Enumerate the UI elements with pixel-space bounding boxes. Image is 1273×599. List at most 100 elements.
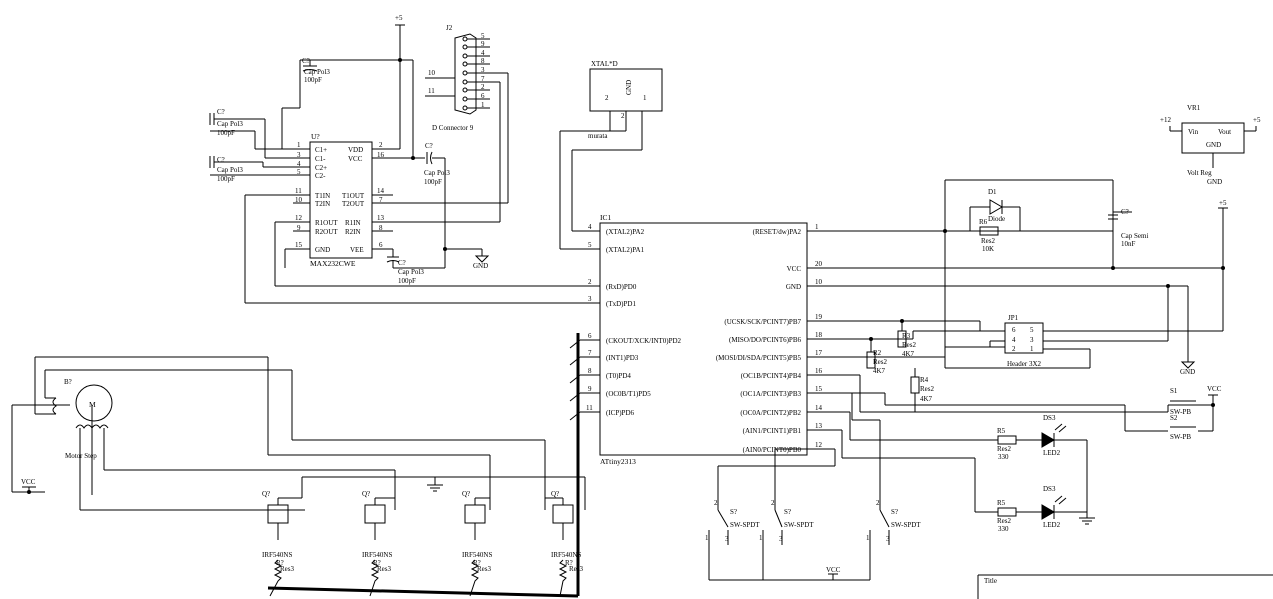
reset-network: C? Cap Semi 10nF — [835, 179, 1148, 248]
svg-text:14: 14 — [377, 187, 385, 195]
svg-text:IC1: IC1 — [600, 213, 612, 222]
svg-text:R2: R2 — [873, 349, 882, 357]
svg-text:R?: R? — [473, 559, 481, 567]
svg-text:9: 9 — [481, 40, 485, 48]
stepper-motor: M B? Motor Step VCC — [11, 356, 546, 511]
resistor-r6: R6 Res2 10K — [960, 218, 1020, 253]
svg-text:Res2: Res2 — [981, 237, 996, 245]
isp-header: JP1 Header 3X2 6 5 4 3 2 1 — [835, 231, 1223, 369]
max232-ic: U? MAX232CWE 1 3 4 5 11 10 12 9 15 C1+ C… — [293, 132, 393, 268]
cap-left2: C? Cap Pol3 100pF — [209, 156, 293, 183]
gnd-max232: GND — [284, 248, 490, 270]
svg-text:XTAL*D: XTAL*D — [591, 60, 618, 68]
pd-bus — [267, 333, 581, 598]
svg-text:VDD: VDD — [348, 146, 363, 154]
svg-text:GND: GND — [625, 80, 633, 95]
svg-text:10: 10 — [428, 69, 436, 77]
svg-text:VCC: VCC — [21, 478, 36, 486]
voltage-regulator: VR1 Vin Vout GND Volt Reg GND +12 +5 — [1160, 104, 1261, 186]
svg-text:R5: R5 — [997, 499, 1006, 507]
svg-text:(AIN1/PCINT1)PB1: (AIN1/PCINT1)PB1 — [743, 427, 802, 435]
svg-text:(RxD)PD0: (RxD)PD0 — [606, 283, 637, 291]
svg-text:Motor Step: Motor Step — [65, 452, 97, 460]
svg-text:Q?: Q? — [551, 490, 559, 498]
svg-text:VCC: VCC — [826, 566, 841, 574]
svg-text:Res2: Res2 — [902, 341, 917, 349]
crystal: XTAL*D GND 2 1 murata 2 — [559, 60, 663, 250]
svg-text:Q?: Q? — [262, 490, 270, 498]
svg-text:LED2: LED2 — [1043, 521, 1061, 529]
svg-text:R1IN: R1IN — [345, 219, 361, 227]
mosfet-array: Q? IRF540NS R? Res3 Q? IRF540NS R? Res3 … — [262, 477, 584, 597]
svg-text:C2-: C2- — [315, 172, 326, 180]
mosfet-2: Q? IRF540NS R? Res3 — [362, 490, 395, 597]
svg-text:3: 3 — [1030, 336, 1034, 344]
svg-text:2: 2 — [605, 94, 609, 102]
svg-text:11: 11 — [586, 404, 593, 412]
svg-text:R1OUT: R1OUT — [315, 219, 338, 227]
svg-text:R?: R? — [565, 559, 573, 567]
svg-text:(OC1B/PCINT4)PB4: (OC1B/PCINT4)PB4 — [741, 372, 802, 380]
svg-text:100pF: 100pF — [217, 129, 235, 137]
svg-text:J2: J2 — [446, 24, 453, 32]
max232-pin: 5 — [297, 168, 301, 176]
svg-text:D Connector 9: D Connector 9 — [432, 124, 474, 132]
svg-text:100pF: 100pF — [304, 76, 322, 84]
svg-text:(OC1A/PCINT3)PB3: (OC1A/PCINT3)PB3 — [740, 390, 801, 398]
max232-pin: 3 — [297, 151, 301, 159]
svg-text:DS3: DS3 — [1043, 414, 1056, 422]
svg-text:5: 5 — [1030, 326, 1034, 334]
svg-text:14: 14 — [815, 404, 823, 412]
svg-text:1: 1 — [705, 534, 709, 542]
svg-text:Res2: Res2 — [920, 385, 935, 393]
svg-text:100pF: 100pF — [424, 178, 442, 186]
switch-s2: S2 SW-PB — [835, 392, 1213, 441]
svg-text:19: 19 — [815, 313, 823, 321]
svg-text:Res3: Res3 — [569, 565, 584, 573]
svg-text:(OC0B/T1)PD5: (OC0B/T1)PD5 — [606, 390, 651, 398]
svg-text:M: M — [89, 400, 96, 409]
max232-pin: 15 — [295, 241, 303, 249]
svg-text:SW-SPDT: SW-SPDT — [784, 521, 814, 529]
svg-text:2: 2 — [379, 141, 383, 149]
svg-text:T2IN: T2IN — [315, 200, 330, 208]
svg-text:GND: GND — [473, 262, 488, 270]
svg-text:R5: R5 — [997, 427, 1006, 435]
svg-text:C2+: C2+ — [315, 164, 327, 172]
svg-text:330: 330 — [998, 525, 1009, 533]
max232-pin: 9 — [297, 224, 301, 232]
resistor-r2: R2 Res2 4K7 — [866, 337, 888, 375]
svg-text:R4: R4 — [920, 376, 929, 384]
svg-text:(TxD)PD1: (TxD)PD1 — [606, 300, 636, 308]
svg-text:(XTAL2)PA1: (XTAL2)PA1 — [606, 246, 645, 254]
svg-text:D1: D1 — [988, 188, 997, 196]
svg-text:12: 12 — [815, 441, 823, 449]
max232-pin: 11 — [295, 187, 302, 195]
svg-text:(MOSI/DI/SDA/PCINT5)PB5: (MOSI/DI/SDA/PCINT5)PB5 — [716, 354, 802, 362]
svg-text:1: 1 — [643, 94, 647, 102]
led-2: R5 Res2 330 DS3 LED2 — [835, 429, 1095, 533]
svg-text:2: 2 — [876, 499, 880, 507]
svg-text:4: 4 — [588, 223, 592, 231]
svg-text:100pF: 100pF — [398, 277, 416, 285]
svg-text:SW-SPDT: SW-SPDT — [891, 521, 921, 529]
svg-text:S2: S2 — [1170, 414, 1178, 422]
svg-text:Cap Pol3: Cap Pol3 — [217, 166, 243, 174]
max232-pin: 12 — [295, 214, 303, 222]
svg-text:SW-PB: SW-PB — [1170, 408, 1191, 416]
svg-text:1: 1 — [815, 223, 819, 231]
svg-text:(AIN0/PCINT0)PB0: (AIN0/PCINT0)PB0 — [743, 446, 802, 454]
svg-text:2: 2 — [621, 112, 625, 120]
switch-s1: S1 SW-PB VCC — [835, 374, 1222, 431]
svg-text:1: 1 — [1030, 345, 1034, 353]
svg-text:VEE: VEE — [350, 246, 364, 254]
svg-text:+5: +5 — [395, 14, 403, 22]
svg-text:16: 16 — [815, 367, 823, 375]
svg-text:Header 3X2: Header 3X2 — [1007, 360, 1042, 368]
svg-text:R2OUT: R2OUT — [315, 228, 338, 236]
max232-pin: 4 — [297, 160, 301, 168]
mcu-attiny2313: IC1 ATtiny2313 4 5 2 3 6 7 8 9 11 (XTAL2… — [580, 213, 835, 466]
svg-text:T2OUT: T2OUT — [342, 200, 365, 208]
svg-text:S?: S? — [891, 508, 898, 516]
